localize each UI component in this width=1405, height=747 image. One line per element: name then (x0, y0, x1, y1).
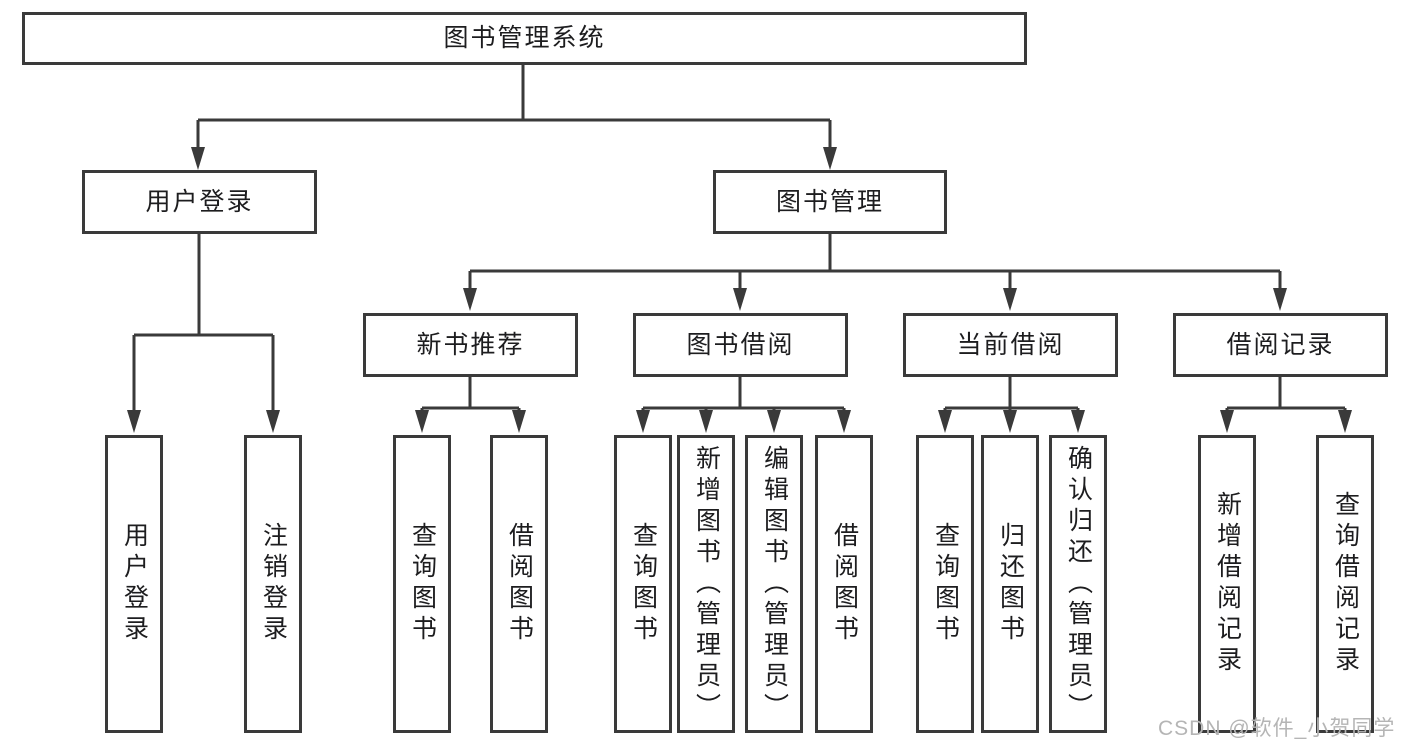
leaf-return-book: 归还图书 (981, 435, 1039, 733)
leaf-user-login: 用户登录 (105, 435, 163, 733)
leaf-borrow-query-book: 查询图书 (614, 435, 672, 733)
node-borrow-records: 借阅记录 (1173, 313, 1388, 377)
connector-book-borrow-branch (641, 377, 846, 416)
csdn-watermark: CSDN @软件_小贺同学 (1158, 717, 1396, 740)
node-book-management: 图书管理 (713, 170, 947, 234)
leaf-recommend-query-book: 查询图书 (393, 435, 451, 733)
leaf-add-book-admin: 新增图书（管理员） (677, 435, 735, 733)
node-user-login: 用户登录 (82, 170, 317, 234)
connector-user-login-branch (132, 234, 275, 416)
node-system-root: 图书管理系统 (22, 12, 1027, 65)
arrowheads (127, 147, 1352, 433)
leaf-current-query-book: 查询图书 (916, 435, 974, 733)
leaf-logout: 注销登录 (244, 435, 302, 733)
connector-root-trunk (196, 65, 832, 150)
leaf-edit-book-admin: 编辑图书（管理员） (745, 435, 803, 733)
leaf-borrow-book: 借阅图书 (815, 435, 873, 733)
connector-new-book-branch (420, 377, 521, 416)
leaf-recommend-borrow-book: 借阅图书 (490, 435, 548, 733)
node-book-borrow: 图书借阅 (633, 313, 848, 377)
leaf-query-borrow-record: 查询借阅记录 (1316, 435, 1374, 733)
node-current-borrow: 当前借阅 (903, 313, 1118, 377)
connector-book-mgmt-branch (468, 234, 1282, 292)
leaf-add-borrow-record: 新增借阅记录 (1198, 435, 1256, 733)
leaf-confirm-return-admin: 确认归还（管理员） (1049, 435, 1107, 733)
connector-borrow-record-branch (1225, 377, 1347, 416)
node-new-book-recommend: 新书推荐 (363, 313, 578, 377)
